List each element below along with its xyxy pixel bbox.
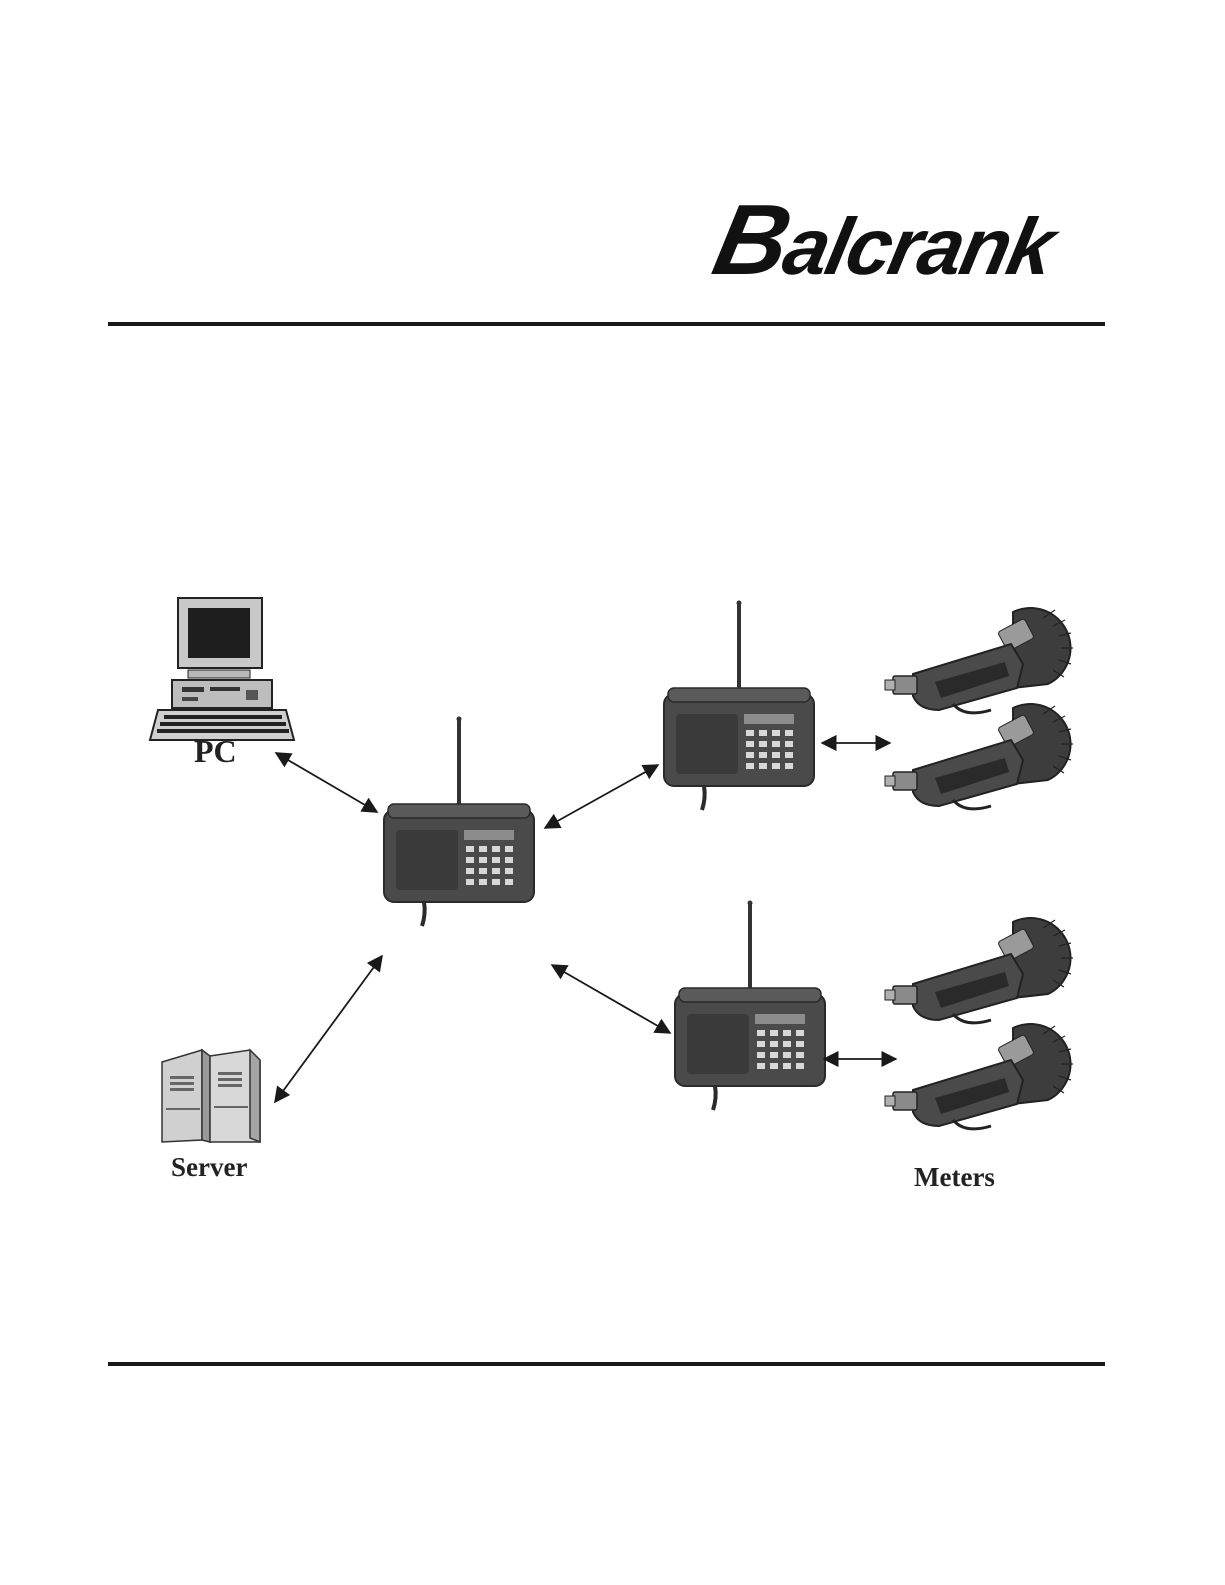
double-arrow-icon: [545, 765, 658, 828]
bottom-rule: [108, 1362, 1105, 1366]
server-icon: [162, 1050, 260, 1142]
meter-nozzle-icon: [885, 1024, 1073, 1129]
double-arrow-icon: [552, 965, 670, 1033]
pc-label: PC: [194, 733, 237, 770]
double-arrow-icon: [276, 753, 377, 812]
server-label: Server: [171, 1152, 247, 1183]
meter-nozzle-icon: [885, 918, 1073, 1023]
controller-device-icon: [384, 717, 534, 927]
double-arrow-icon: [275, 956, 382, 1102]
controller-device-icon: [664, 601, 814, 811]
meters-label: Meters: [914, 1162, 995, 1193]
meter-nozzle-icon: [885, 704, 1073, 809]
controller-device-icon: [675, 901, 825, 1111]
meter-nozzle-icon: [885, 608, 1073, 713]
computer-icon: [150, 598, 294, 740]
